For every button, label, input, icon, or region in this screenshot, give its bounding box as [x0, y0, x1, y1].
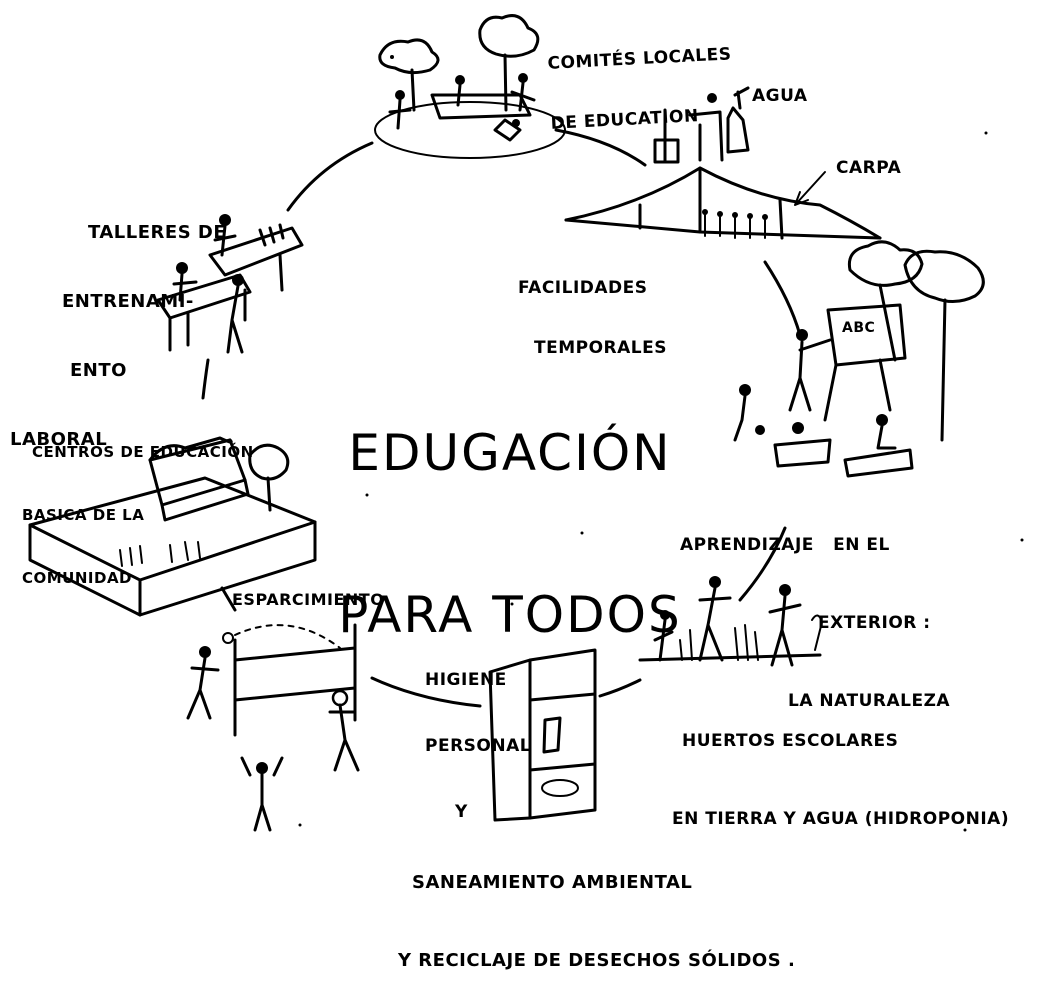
connector-huertos-saneamiento [598, 678, 642, 698]
label-higiene-line-2: PERSONAL [425, 736, 532, 756]
carpa-illustration [564, 166, 882, 240]
label-facilidades: FACILIDADES TEMPORALES [518, 238, 667, 378]
connector-esparcimiento-centros [220, 586, 237, 612]
label-carpa: CARPA [836, 158, 902, 178]
esparcimiento-illustration [186, 623, 360, 832]
label-centros-line-1: CENTROS DE EDUCACIÓN [32, 443, 254, 461]
label-talleres-line-2: ENTRENAMI- [62, 291, 194, 312]
comites-illustration [374, 14, 566, 159]
label-higiene-line-3: Y [455, 802, 468, 822]
label-huertos-line-2: EN TIERRA Y AGUA (HIDROPONIA) [672, 809, 1010, 829]
label-huertos: HUERTOS ESCOLARES EN TIERRA Y AGUA (HIDR… [672, 676, 1009, 858]
label-centros: CENTROS DE EDUCACIÓN BASICA DE LA COMUNI… [22, 400, 254, 610]
connector-facilidades-aprendizaje [763, 260, 802, 337]
label-facilidades-line-2: TEMPORALES [534, 338, 667, 358]
label-talleres-line-1: TALLERES DE [88, 222, 227, 243]
label-comites-line-2: DE EDUCATION [550, 106, 700, 134]
connector-comites-facilidades [554, 128, 647, 167]
label-talleres-line-3: ENTO [70, 360, 127, 381]
cycle-connectors [201, 128, 802, 708]
label-saneamiento-line-1: SANEAMIENTO AMBIENTAL [412, 872, 693, 893]
title-line-2: PARA TODOS [338, 586, 682, 644]
label-saneamiento: SANEAMIENTO AMBIENTAL Y RECICLAJE DE DES… [398, 818, 795, 1000]
huertos-illustration [638, 576, 823, 667]
label-comites: COMITÉS LOCALES DE EDUCATION [545, 4, 736, 153]
label-esparcimiento: ESPARCIMIENTO [232, 590, 385, 609]
background-dots [298, 55, 1024, 832]
label-comites-line-1: COMITÉS LOCALES [547, 44, 732, 74]
connector-talleres-comites [286, 141, 374, 212]
diagram-title: EDUGACIÓN PARA TODOS [335, 318, 685, 696]
talleres-illustration [156, 214, 304, 354]
label-higiene: HIGIENE PERSONAL Y [425, 625, 531, 845]
label-centros-line-3: COMUNIDAD [22, 569, 133, 587]
label-huertos-line-1: HUERTOS ESCOLARES [682, 731, 899, 751]
label-saneamiento-line-2: Y RECICLAJE DE DESECHOS SÓLIDOS . [398, 950, 796, 971]
title-line-1: EDUGACIÓN [348, 424, 672, 482]
education-cycle-diagram [28, 14, 1024, 832]
saneamiento-illustration [488, 648, 597, 822]
label-aprendizaje-line-2: EXTERIOR : [818, 613, 931, 633]
connector-aprendizaje-huertos [738, 526, 787, 602]
label-aprendizaje: APRENDIZAJE EN EL EXTERIOR : LA NATURALE… [680, 480, 950, 740]
agua-illustration [653, 86, 750, 164]
label-higiene-line-1: HIGIENE [425, 670, 507, 690]
connector-talleres-centros [201, 358, 210, 400]
label-centros-line-2: BASICA DE LA [22, 506, 145, 524]
aprendizaje-illustration [733, 240, 985, 478]
label-agua: AGUA [752, 86, 808, 106]
label-talleres: TALLERES DE ENTRENAMI- ENTO LABORAL [10, 175, 226, 474]
connector-saneamiento-esparcimiento [370, 676, 482, 708]
label-pizarra: ABC [842, 320, 876, 336]
label-talleres-line-4: LABORAL [10, 429, 108, 450]
label-aprendizaje-line-1: APRENDIZAJE EN EL [680, 535, 890, 555]
label-aprendizaje-line-3: LA NATURALEZA [788, 691, 951, 711]
centros-illustration [28, 436, 317, 617]
label-facilidades-line-1: FACILIDADES [518, 278, 648, 298]
